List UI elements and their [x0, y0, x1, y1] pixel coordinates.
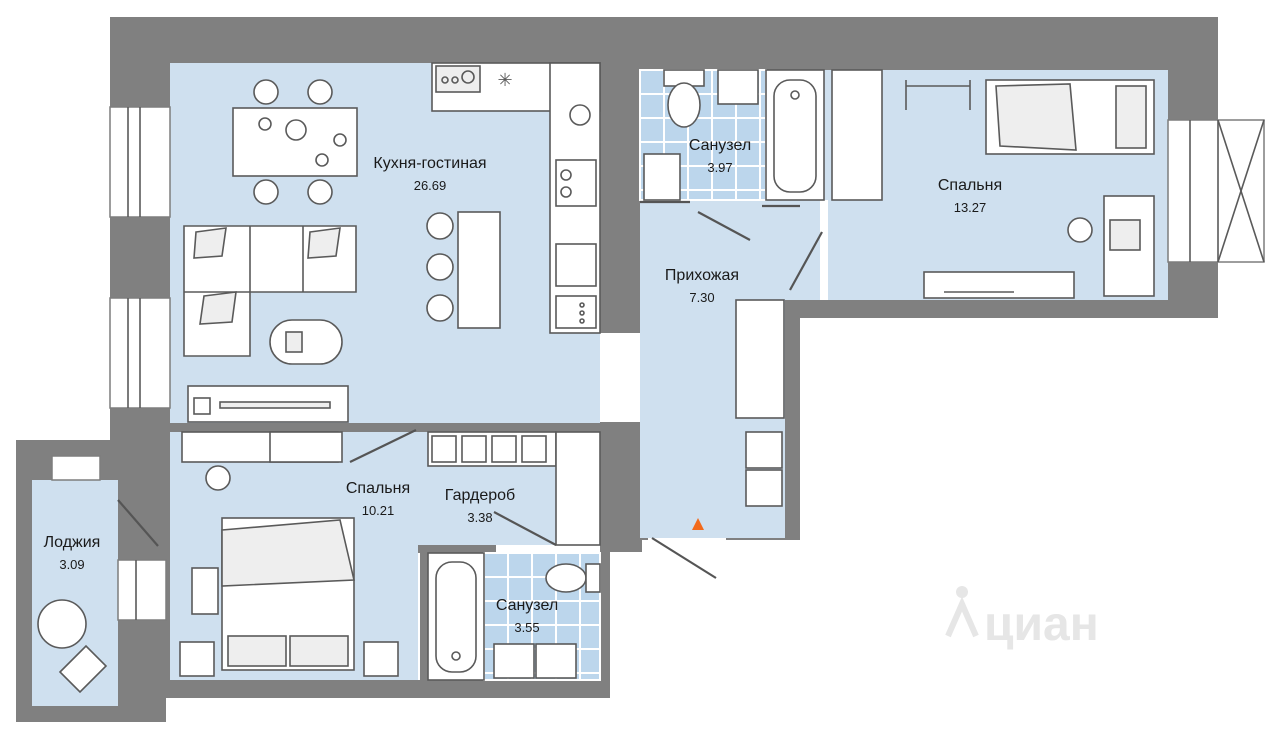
walls [16, 17, 1218, 722]
window-loggia [51, 455, 101, 481]
wardrobe-furniture [427, 431, 601, 546]
label-bedroom-right-area: 13.27 [954, 200, 987, 215]
faucet-icon [569, 104, 591, 126]
bathroom-tile [483, 552, 509, 578]
bathroom-tile [687, 189, 713, 201]
bedroom-bottom-furniture [179, 429, 417, 677]
label-bedroom-bottom-name: Спальня [346, 480, 410, 497]
bathroom-tile [555, 600, 581, 626]
bathroom-tile [639, 69, 665, 95]
window-bedroom-right [1167, 119, 1265, 263]
watermark-text: циан [984, 598, 1099, 651]
windows [51, 106, 1265, 621]
label-hallway-area: 7.30 [689, 290, 714, 305]
dining-table [232, 107, 358, 177]
label-wardrobe-name: Гардероб [445, 487, 515, 504]
coffee-table [269, 319, 343, 365]
bathroom-tile [759, 93, 767, 119]
washing-machine-icon [643, 153, 681, 201]
bathroom-tile [735, 189, 761, 201]
watermark: циан [945, 586, 1099, 651]
label-hallway-name: Прихожая [665, 267, 739, 284]
label-kitchen-living-area: 26.69 [414, 178, 447, 193]
bathroom-tile [711, 117, 737, 143]
bathroom-tile [759, 117, 767, 143]
svg-text:✳: ✳ [497, 70, 512, 91]
bedroom-right-furniture [789, 69, 1155, 299]
hallway-furniture [651, 299, 785, 579]
bathroom-tile [639, 93, 665, 119]
bathroom-tile [639, 117, 665, 143]
label-loggia-name: Лоджия [44, 534, 101, 551]
room-labels: Кухня-гостиная 26.69 Санузел 3.97 Спальн… [44, 137, 1002, 635]
washbasin-bottom-2 [535, 643, 577, 679]
label-bathroom-bottom-area: 3.55 [514, 620, 539, 635]
bathroom-tile [711, 189, 737, 201]
washbasin-bottom-1 [493, 643, 535, 679]
window-bedroom [117, 559, 167, 621]
washbasin-icon [717, 69, 759, 105]
shelf-right [923, 271, 1075, 299]
sink-kitchen-icon [555, 243, 597, 287]
label-kitchen-living-name: Кухня-гостиная [373, 155, 486, 172]
entrance-triangle-icon [692, 518, 704, 530]
bathroom-tile [579, 672, 601, 681]
label-bathroom-top-area: 3.97 [707, 160, 732, 175]
loggia-table [37, 599, 87, 649]
bathroom-tile [531, 600, 557, 626]
cian-logo-icon [945, 586, 979, 638]
kitchen-furniture: ✳ [183, 62, 601, 423]
hallway-wardrobe [735, 299, 785, 419]
loggia-chair [58, 644, 108, 694]
label-loggia-area: 3.09 [59, 557, 84, 572]
label-bathroom-bottom-name: Санузел [496, 597, 558, 614]
bathtub-bottom-icon [427, 552, 485, 681]
label-bathroom-top-name: Санузел [689, 137, 751, 154]
label-bedroom-right-name: Спальня [938, 177, 1002, 194]
label-wardrobe-area: 3.38 [467, 510, 492, 525]
bathroom-tile [579, 648, 601, 674]
bathroom-top-furniture [640, 69, 825, 241]
bathroom-tile [579, 624, 601, 650]
label-bedroom-bottom-area: 10.21 [362, 503, 395, 518]
shoe-rack-2 [745, 469, 783, 507]
bathroom-tile [759, 141, 767, 167]
bathroom-tile [735, 165, 761, 191]
shoe-rack-1 [745, 431, 783, 469]
bathroom-tile [759, 189, 767, 201]
bathroom-tile [759, 165, 767, 191]
oven-icon [555, 159, 597, 207]
bathroom-tile [507, 552, 533, 578]
bathroom-bottom-furniture [427, 552, 601, 681]
wardrobe-right [831, 69, 883, 201]
toilet-icon [667, 82, 701, 128]
loggia-furniture [37, 499, 159, 694]
bathroom-tile [579, 600, 601, 626]
bar-counter [457, 211, 501, 329]
bathroom-tile [759, 69, 767, 95]
toilet-bottom-icon [545, 563, 587, 593]
chair-icon [1067, 217, 1093, 243]
